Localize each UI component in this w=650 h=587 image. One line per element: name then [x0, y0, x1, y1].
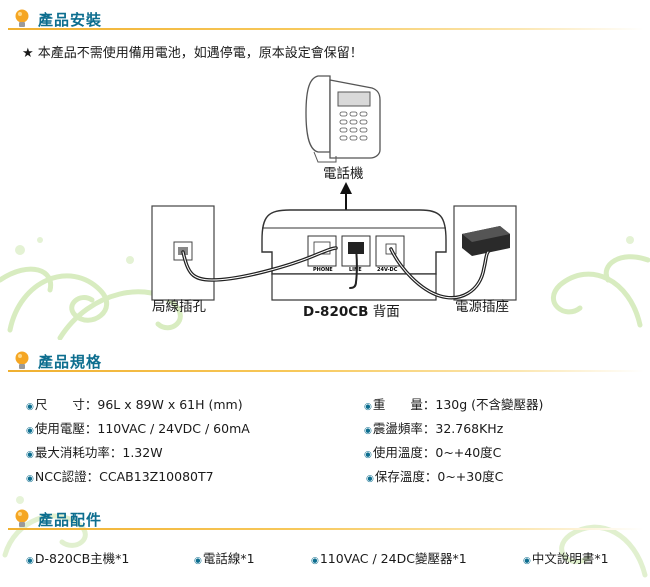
spec-value: 110VAC / 24VDC / 60mA [97, 421, 250, 436]
section-divider [8, 370, 644, 372]
spec-value: 0~+30度C [437, 469, 504, 484]
section-divider [8, 28, 644, 30]
spec-item: ◉使用溫度：0~+40度C [364, 442, 501, 461]
spec-item: ◉重 量：130g (不含變壓器) [364, 394, 543, 413]
section-accessories-title: 產品配件 [38, 511, 103, 529]
section-install-header: 產品安裝 [8, 8, 644, 30]
spec-value: 0~+40度C [435, 445, 502, 460]
spec-label: 使用電壓： [34, 421, 98, 436]
bullet-icon: ◉ [26, 402, 34, 412]
section-divider [8, 528, 644, 530]
port-line-label: LINE [349, 267, 362, 273]
spec-item: ◉震盪頻率：32.768KHz [364, 418, 503, 437]
bullet-icon: ◉ [366, 474, 374, 484]
bullet-icon: ◉ [194, 556, 202, 566]
bullet-icon: ◉ [311, 556, 319, 566]
spec-item: ◉NCC認證：CCAB13Z10080T7 [26, 466, 214, 485]
spec-value: 1.32W [122, 445, 163, 460]
accessory-label: 中文說明書*1 [531, 551, 609, 566]
accessory-label: 110VAC / 24DC變壓器*1 [319, 551, 467, 566]
device-back-label: D-820CB 背面 [303, 300, 400, 320]
bullet-icon: ◉ [26, 450, 34, 460]
spec-value: 32.768KHz [435, 421, 504, 436]
lightbulb-icon [15, 351, 29, 369]
bullet-icon: ◉ [364, 402, 372, 412]
lightbulb-icon [15, 509, 29, 527]
lightbulb-icon [15, 9, 29, 27]
spec-item: ◉尺 寸：96L x 89W x 61H (mm) [26, 394, 243, 413]
section-specs-header: 產品規格 [8, 350, 644, 372]
bullet-icon: ◉ [26, 474, 34, 484]
wall-jack-label: 局線插孔 [152, 299, 206, 315]
bullet-icon: ◉ [26, 426, 34, 436]
swirl-decoration-right-lower [559, 524, 648, 578]
spec-item: ◉使用電壓：110VAC / 24VDC / 60mA [26, 418, 250, 437]
spec-label: 保存溫度： [374, 469, 438, 484]
spec-label: 重 量： [372, 397, 436, 412]
spec-value: CCAB13Z10080T7 [99, 469, 214, 484]
spec-value: 130g (不含變壓器) [435, 397, 544, 412]
spec-label: 最大消耗功率： [34, 445, 123, 460]
accessory-item: ◉D-820CB主機*1 [26, 548, 129, 567]
installation-diagram: PHONE LINE 24V-DC [151, 75, 517, 301]
accessory-label: D-820CB主機*1 [34, 551, 130, 566]
section-specs-title: 產品規格 [38, 353, 103, 371]
bullet-icon: ◉ [364, 426, 372, 436]
spec-value: 96L x 89W x 61H (mm) [97, 397, 243, 412]
swirl-decoration-right [551, 236, 650, 328]
accessory-item: ◉中文說明書*1 [523, 548, 609, 567]
telephone-illustration [305, 75, 381, 163]
phone-label: 電話機 [323, 166, 364, 182]
spec-label: 使用溫度： [372, 445, 436, 460]
section-install-title: 產品安裝 [38, 11, 103, 29]
accessory-item: ◉電話線*1 [194, 548, 255, 567]
accessory-label: 電話線*1 [202, 551, 255, 566]
swirl-decoration-left-lower [2, 496, 88, 558]
device-model: D-820CB [303, 304, 369, 320]
spec-label: NCC認證： [34, 469, 100, 484]
device-back-suffix: 背面 [368, 304, 400, 320]
bullet-icon: ◉ [26, 556, 34, 566]
bullet-icon: ◉ [523, 556, 531, 566]
power-adapter-illustration [453, 205, 517, 301]
section-accessories-header: 產品配件 [8, 508, 644, 530]
accessory-item: ◉110VAC / 24DC變壓器*1 [311, 548, 467, 567]
bullet-icon: ◉ [364, 450, 372, 460]
spec-label: 震盪頻率： [372, 421, 436, 436]
power-outlet-label: 電源插座 [455, 299, 509, 315]
install-note: ★ 本產品不需使用備用電池，如遇停電，原本設定會保留！ [22, 46, 363, 61]
swirl-decoration-left [0, 237, 183, 340]
port-dc-label: 24V-DC [377, 267, 398, 273]
spec-item: ◉保存溫度：0~+30度C [366, 466, 503, 485]
spec-label: 尺 寸： [34, 397, 98, 412]
spec-item: ◉最大消耗功率：1.32W [26, 442, 163, 461]
port-phone-label: PHONE [313, 267, 333, 273]
